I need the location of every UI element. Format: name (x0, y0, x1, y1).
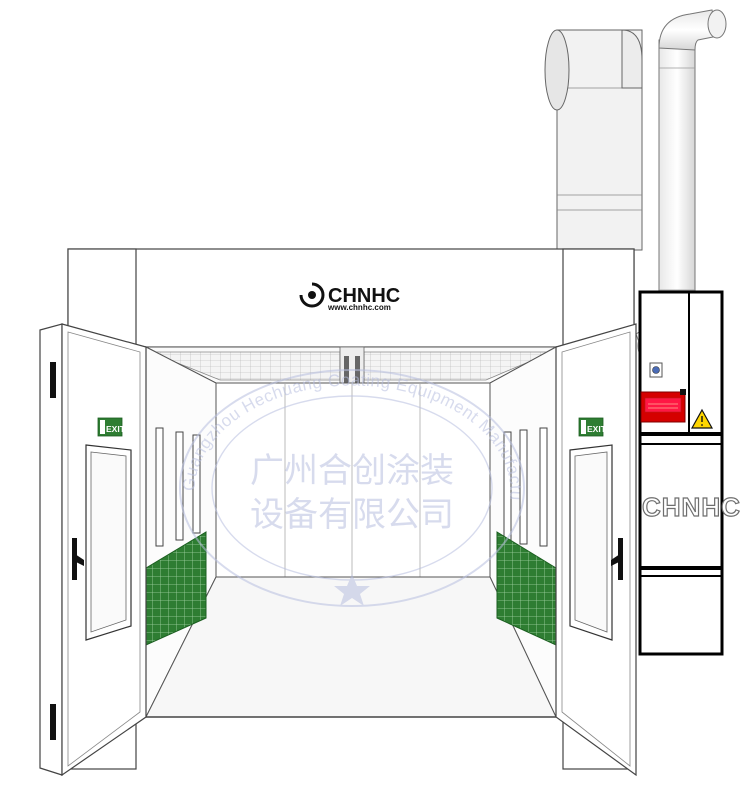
exit-sign-left: EXIT (97, 417, 126, 437)
logo-mark-icon (299, 282, 325, 308)
exit-sign-left-text: EXIT (106, 424, 126, 434)
cabinet-brand: CHNHC (642, 492, 741, 522)
pressure-gauge-icon (649, 362, 663, 378)
watermark-cn-line2: 设备有限公司 (250, 495, 454, 535)
left-door: EXIT (39, 323, 147, 777)
control-cabinet: CHNHC (638, 290, 741, 656)
booth-interior (145, 346, 557, 718)
warning-triangle-icon (690, 408, 714, 429)
exit-sign-right-text: EXIT (587, 424, 607, 434)
alarm-box-icon (640, 389, 686, 423)
watermark-star-icon (334, 574, 370, 606)
logo-url: www.chnhc.com (327, 303, 391, 312)
right-door: EXIT (555, 323, 637, 777)
booth-logo: CHNHC www.chnhc.com (299, 282, 400, 312)
watermark-cn-line1: 广州合创涂装 (250, 451, 454, 491)
intake-duct (544, 29, 643, 251)
door-handle-icon (611, 538, 623, 580)
exit-sign-right: EXIT (578, 417, 607, 437)
logo-brand: CHNHC (328, 285, 400, 307)
door-handle-icon (72, 538, 84, 580)
